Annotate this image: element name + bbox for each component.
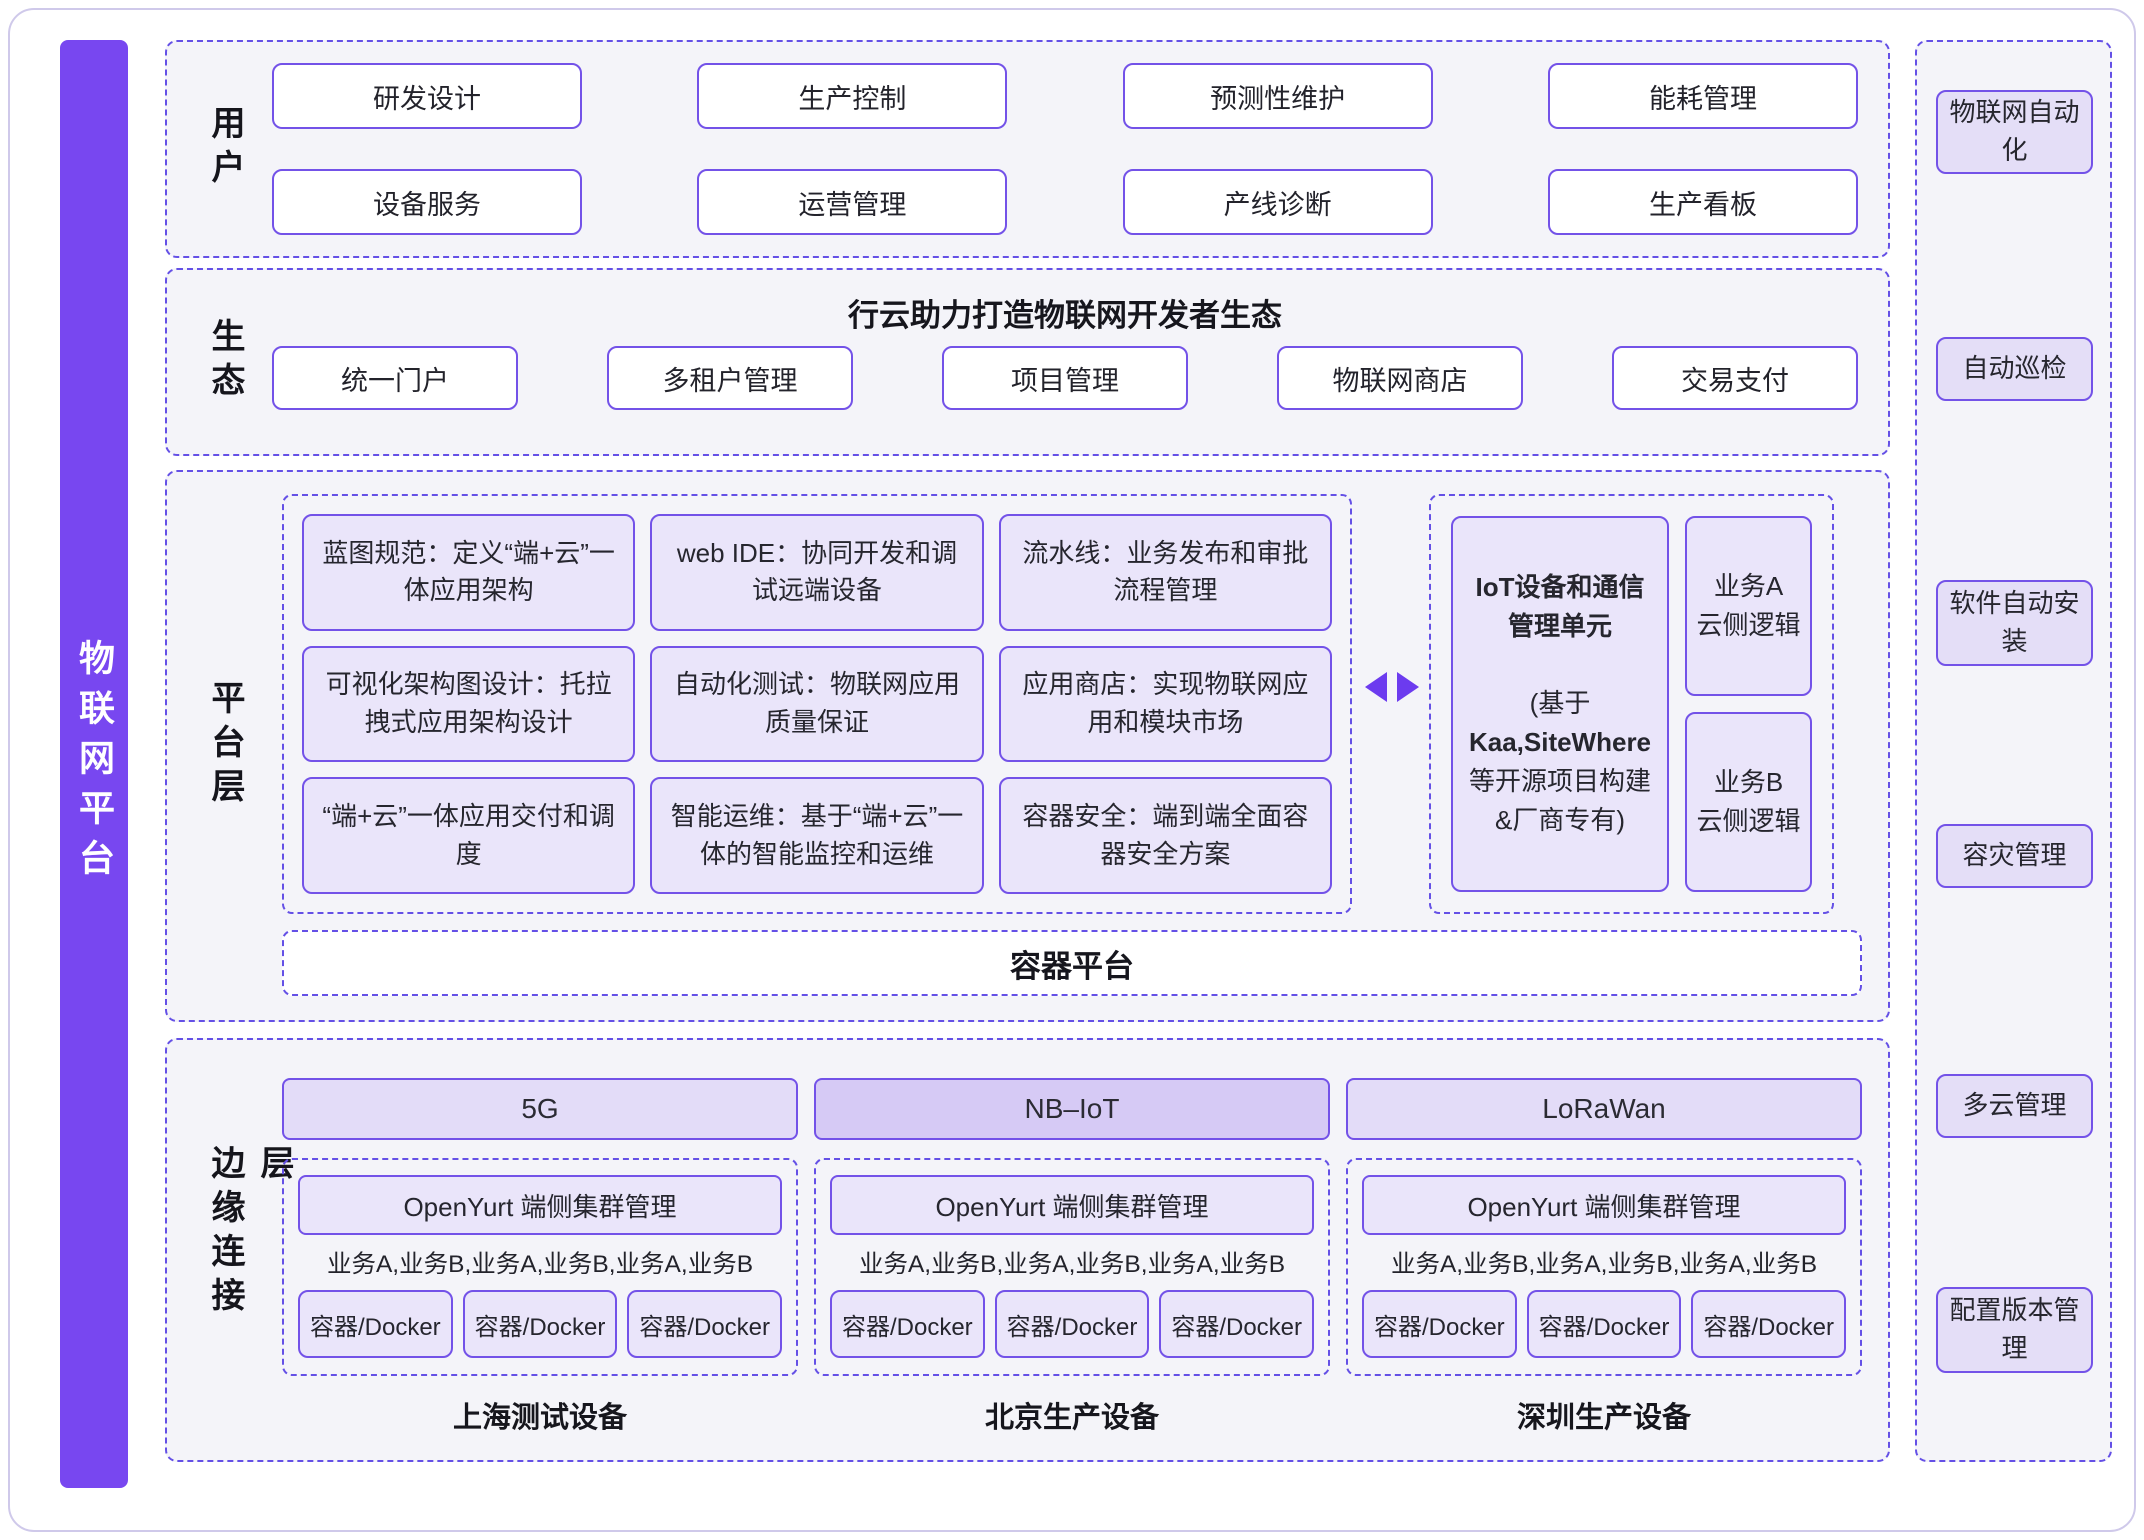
iot-unit-sub: &厂商专有) xyxy=(1494,805,1625,835)
user-box: 运营管理 xyxy=(697,169,1008,235)
device-label: 上海测试设备 xyxy=(452,1402,627,1434)
section-edge: 边缘连接层 5G OpenYurt 端侧集群管理 业务A,业务B,业务A,业务B… xyxy=(165,1038,1890,1462)
right-arrow-icon xyxy=(1397,672,1419,702)
network-bar: NB–IoT xyxy=(814,1078,1330,1140)
user-row-2: 设备服务 运营管理 产线诊断 生产看板 xyxy=(272,169,1858,235)
cloud-logic-b-line2: 云侧逻辑 xyxy=(1696,806,1801,836)
cloud-logic-a-line2: 云侧逻辑 xyxy=(1696,610,1801,640)
user-box: 能耗管理 xyxy=(1547,63,1858,129)
ecosystem-row: 统一门户 多租户管理 项目管理 物联网商店 交易支付 xyxy=(272,346,1858,410)
user-row-1: 研发设计 生产控制 预测性维护 能耗管理 xyxy=(272,63,1858,129)
cloud-logic-a-box: 业务A 云侧逻辑 xyxy=(1685,516,1812,696)
platform-box: 应用商店：实现物联网应用和模块市场 xyxy=(998,645,1332,763)
section-user-label: 用户 xyxy=(206,105,244,193)
ecosystem-box: 统一门户 xyxy=(272,346,518,410)
edge-column-nbiot: NB–IoT OpenYurt 端侧集群管理 业务A,业务B,业务A,业务B,业… xyxy=(814,1078,1330,1436)
edge-column-5g: 5G OpenYurt 端侧集群管理 业务A,业务B,业务A,业务B,业务A,业… xyxy=(282,1078,798,1436)
iot-unit-box: IoT设备和通信管理单元 (基于 Kaa,SiteWhere 等开源项目构建 &… xyxy=(1451,516,1669,892)
network-bar: 5G xyxy=(282,1078,798,1140)
docker-box: 容器/Docker xyxy=(1691,1290,1847,1358)
docker-box: 容器/Docker xyxy=(994,1290,1150,1358)
docker-row: 容器/Docker 容器/Docker 容器/Docker xyxy=(298,1290,783,1358)
iot-unit-sub: Kaa,SiteWhere xyxy=(1468,727,1652,757)
sidebar-box-disaster-recovery: 容灾管理 xyxy=(1936,824,2093,888)
platform-box: 蓝图规范：定义“端+云”一体应用架构 xyxy=(302,514,636,631)
openyurt-bar: OpenYurt 端侧集群管理 xyxy=(298,1175,782,1235)
docker-box: 容器/Docker xyxy=(298,1290,453,1358)
cloud-logic-b-box: 业务B 云侧逻辑 xyxy=(1685,712,1812,892)
platform-box: “端+云”一体应用交付和调度 xyxy=(302,777,636,894)
cluster-box: OpenYurt 端侧集群管理 业务A,业务B,业务A,业务B,业务A,业务B … xyxy=(814,1158,1330,1376)
sidebar-box-auto-inspection: 自动巡检 xyxy=(1936,337,2093,401)
section-edge-label: 边缘连接层 xyxy=(206,1145,293,1321)
platform-box: web IDE：协同开发和调试远端设备 xyxy=(650,514,984,631)
edge-column-lorawan: LoRaWan OpenYurt 端侧集群管理 业务A,业务B,业务A,业务B,… xyxy=(1346,1078,1862,1436)
sidebar-box-software-install: 软件自动安装 xyxy=(1936,580,2093,666)
device-label: 北京生产设备 xyxy=(984,1402,1159,1434)
platform-box: 智能运维：基于“端+云”一体的智能监控和运维 xyxy=(650,777,984,894)
services-line: 业务A,业务B,业务A,业务B,业务A,业务B xyxy=(858,1251,1286,1278)
user-box: 设备服务 xyxy=(272,169,582,235)
docker-box: 容器/Docker xyxy=(830,1290,985,1358)
section-ecosystem: 生态 行云助力打造物联网开发者生态 统一门户 多租户管理 项目管理 物联网商店 … xyxy=(165,268,1890,456)
iot-unit-sub: 等开源项目构建 xyxy=(1468,766,1651,796)
section-ecosystem-label: 生态 xyxy=(206,318,244,406)
network-bar: LoRaWan xyxy=(1346,1078,1862,1140)
ecosystem-box: 物联网商店 xyxy=(1277,346,1523,410)
ecosystem-title: 行云助力打造物联网开发者生态 xyxy=(848,298,1282,333)
section-user: 用户 研发设计 生产控制 预测性维护 能耗管理 设备服务 运营管理 产线诊断 生… xyxy=(165,40,1890,258)
docker-row: 容器/Docker 容器/Docker 容器/Docker xyxy=(830,1290,1315,1358)
ecosystem-box: 交易支付 xyxy=(1612,346,1858,410)
cloud-logic-a-line1: 业务A xyxy=(1713,571,1784,601)
platform-title-bar: 物联网平台 xyxy=(60,40,128,1488)
services-line: 业务A,业务B,业务A,业务B,业务A,业务B xyxy=(326,1251,754,1278)
user-grid: 研发设计 生产控制 预测性维护 能耗管理 设备服务 运营管理 产线诊断 生产看板 xyxy=(272,63,1858,235)
left-arrow-icon xyxy=(1365,672,1387,702)
docker-box: 容器/Docker xyxy=(1159,1290,1315,1358)
device-label: 深圳生产设备 xyxy=(1516,1402,1691,1434)
cluster-box: OpenYurt 端侧集群管理 业务A,业务B,业务A,业务B,业务A,业务B … xyxy=(1346,1158,1862,1376)
platform-box: 容器安全：端到端全面容器安全方案 xyxy=(998,777,1332,894)
platform-box: 流水线：业务发布和审批流程管理 xyxy=(998,514,1332,631)
sidebar-box-multicloud: 多云管理 xyxy=(1936,1074,2093,1138)
openyurt-bar: OpenYurt 端侧集群管理 xyxy=(1362,1175,1846,1235)
services-line: 业务A,业务B,业务A,业务B,业务A,业务B xyxy=(1390,1251,1818,1278)
openyurt-bar: OpenYurt 端侧集群管理 xyxy=(830,1175,1314,1235)
edge-columns: 5G OpenYurt 端侧集群管理 业务A,业务B,业务A,业务B,业务A,业… xyxy=(282,1078,1862,1436)
iot-unit-title: IoT设备和通信管理单元 xyxy=(1475,572,1645,641)
iot-unit-sub: (基于 xyxy=(1529,688,1591,718)
user-box: 产线诊断 xyxy=(1122,169,1433,235)
sidebar-box-config-version: 配置版本管理 xyxy=(1936,1287,2093,1373)
section-platform-label: 平台层 xyxy=(206,680,244,812)
ecosystem-box: 项目管理 xyxy=(942,346,1188,410)
cluster-box: OpenYurt 端侧集群管理 业务A,业务B,业务A,业务B,业务A,业务B … xyxy=(282,1158,798,1376)
platform-title: 物联网平台 xyxy=(74,639,115,889)
bidirectional-arrows xyxy=(1365,672,1419,702)
docker-box: 容器/Docker xyxy=(627,1290,783,1358)
platform-box: 可视化架构图设计：托拉拽式应用架构设计 xyxy=(302,645,636,763)
automation-sidebar: 物联网自动化 自动巡检 软件自动安装 容灾管理 多云管理 配置版本管理 xyxy=(1915,40,2112,1462)
user-box: 生产看板 xyxy=(1547,169,1858,235)
platform-box: 自动化测试：物联网应用质量保证 xyxy=(650,645,984,763)
cloud-logic-column: 业务A 云侧逻辑 业务B 云侧逻辑 xyxy=(1685,516,1812,892)
cloud-logic-b-line1: 业务B xyxy=(1713,767,1784,797)
user-box: 预测性维护 xyxy=(1122,63,1433,129)
container-platform-bar: 容器平台 xyxy=(282,930,1862,996)
user-box: 研发设计 xyxy=(272,63,582,129)
iot-management-group: IoT设备和通信管理单元 (基于 Kaa,SiteWhere 等开源项目构建 &… xyxy=(1429,494,1834,914)
sidebar-box-iot-automation: 物联网自动化 xyxy=(1936,90,2093,174)
section-platform: 平台层 蓝图规范：定义“端+云”一体应用架构 web IDE：协同开发和调试远端… xyxy=(165,470,1890,1022)
docker-box: 容器/Docker xyxy=(462,1290,618,1358)
docker-box: 容器/Docker xyxy=(1362,1290,1517,1358)
platform-capability-group: 蓝图规范：定义“端+云”一体应用架构 web IDE：协同开发和调试远端设备 流… xyxy=(282,494,1352,914)
ecosystem-box: 多租户管理 xyxy=(607,346,853,410)
docker-box: 容器/Docker xyxy=(1526,1290,1682,1358)
page-border xyxy=(8,8,2136,1532)
docker-row: 容器/Docker 容器/Docker 容器/Docker xyxy=(1362,1290,1847,1358)
user-box: 生产控制 xyxy=(697,63,1008,129)
